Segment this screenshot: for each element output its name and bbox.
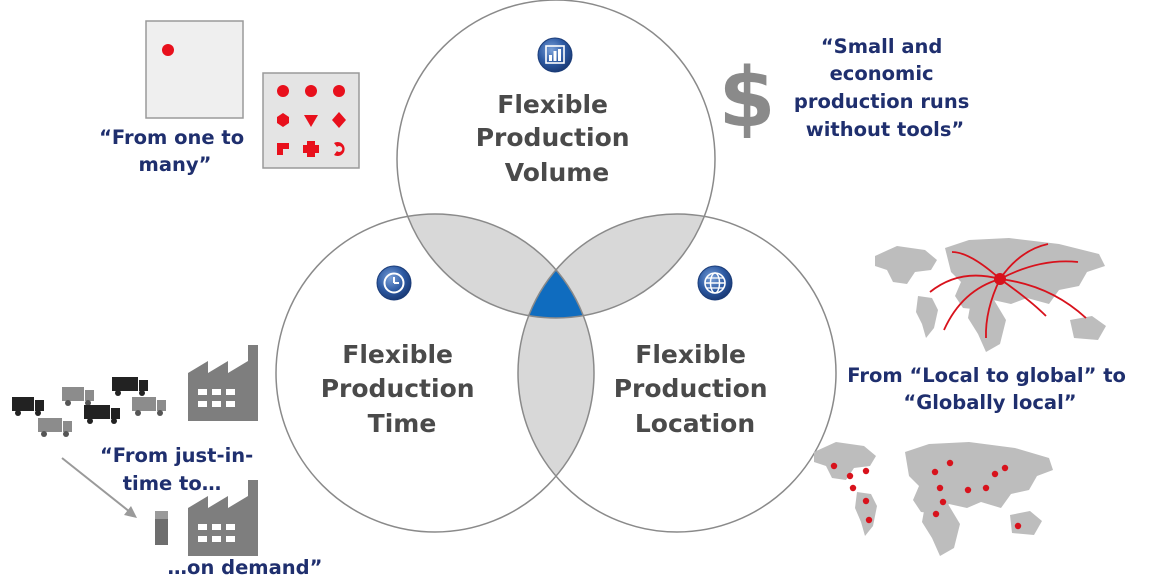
- part-box-icon: [155, 511, 168, 545]
- circle-volume: [396, 0, 716, 319]
- single-part-panel: [145, 20, 244, 119]
- overlap-volume-time: [397, 214, 594, 318]
- world-map-distributed-icon: [814, 442, 1053, 556]
- time-label: Flexible Production Time: [321, 340, 484, 438]
- volume-label: Flexible Production Volume: [476, 90, 639, 187]
- many-parts-panel: [262, 72, 360, 169]
- quote-local-global: From “Local to global” to “Globally loca…: [847, 364, 1133, 414]
- overlap-volume-location: [518, 214, 715, 318]
- quote-on-demand: …on demand”: [168, 556, 323, 579]
- quote-small-runs: “Small and economic production runs with…: [794, 35, 976, 141]
- bar-chart-icon: [537, 37, 573, 73]
- quote-one-to-many: “From one to many”: [99, 126, 251, 176]
- circle-time: [275, 213, 595, 533]
- location-label: Flexible Production Location: [614, 340, 777, 438]
- factory-icon: [188, 345, 258, 421]
- circle-location: [517, 213, 837, 533]
- arrow-icon: [61, 457, 137, 518]
- dollar-icon: $: [718, 51, 775, 146]
- clock-icon: [376, 265, 412, 301]
- globe-icon: [697, 265, 733, 301]
- quote-just-in-time: “From just-in- time to…: [100, 444, 260, 495]
- trucks-icon: [12, 377, 166, 437]
- factory-small-icon: [188, 480, 258, 556]
- world-map-central-icon: [875, 238, 1106, 352]
